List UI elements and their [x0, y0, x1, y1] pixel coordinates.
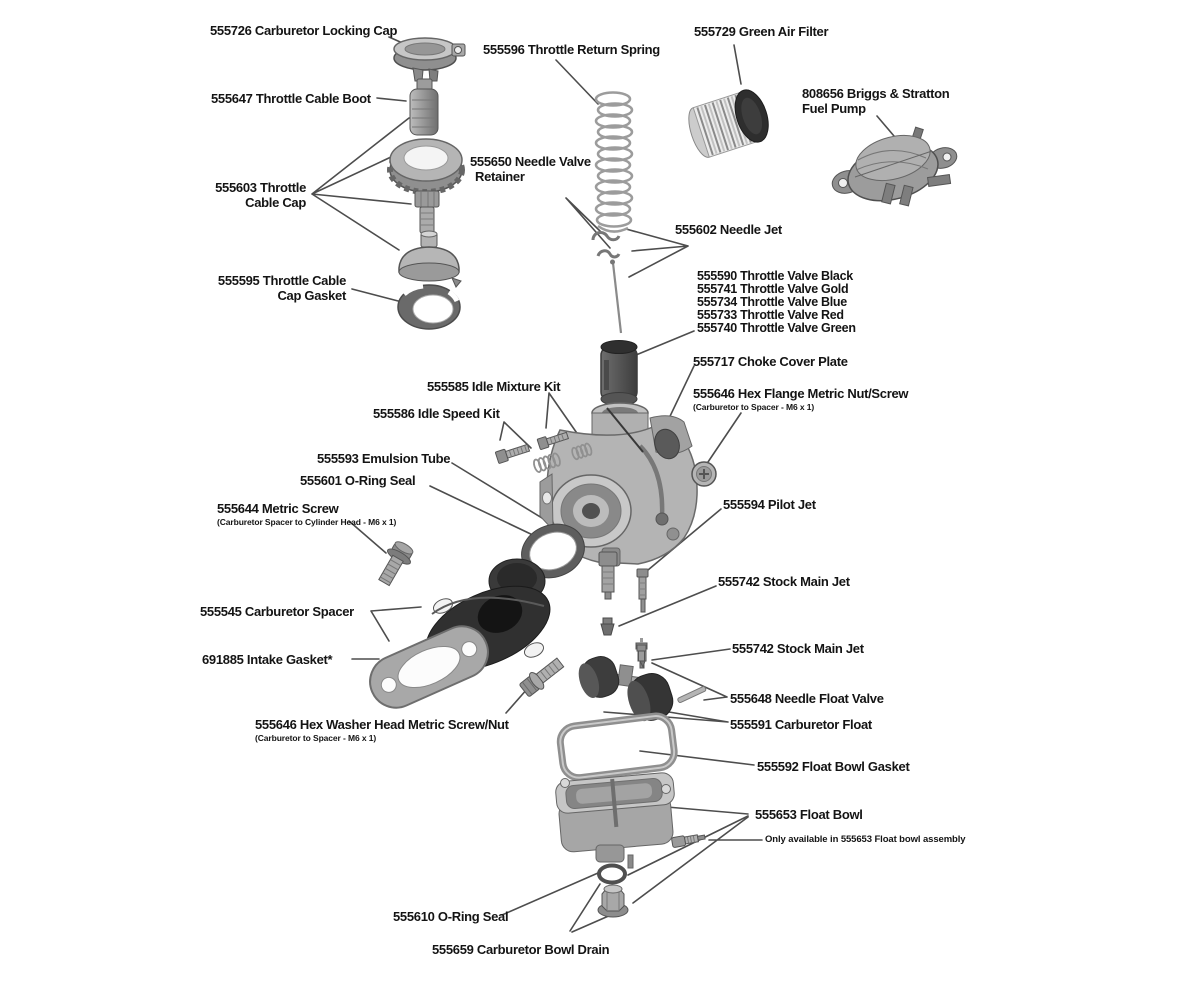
label-line: 555644 Metric Screw: [217, 501, 339, 516]
throttle-return-spring-part: [594, 91, 634, 233]
label-line: Cable Cap: [245, 195, 306, 210]
label-green-air-filter: 555729 Green Air Filter: [694, 24, 829, 39]
metric-screw-part: [378, 541, 414, 587]
label-line: 555646 Hex Flange Metric Nut/Screw: [693, 386, 909, 401]
cable-adjuster-part: [414, 190, 440, 234]
label-float-bowl-note: Only available in 555653 Float bowl asse…: [765, 834, 966, 845]
hex-washer-screw-part: [519, 657, 565, 697]
label-stock-main-jet-1: 555742 Stock Main Jet: [718, 574, 850, 589]
label-line: 555733 Throttle Valve Red: [697, 307, 844, 322]
label-needle-valve-retainer: 555650 Needle Valve Retainer: [470, 154, 591, 184]
label-oring-seal-top: 555601 O-Ring Seal: [300, 473, 416, 488]
label-carburetor-spacer: 555545 Carburetor Spacer: [200, 604, 354, 619]
label-line: 555603 Throttle: [215, 180, 306, 195]
label-needle-float-valve: 555648 Needle Float Valve: [730, 691, 884, 706]
carburetor-body-part: [539, 402, 698, 567]
label-line: 555650 Needle Valve: [470, 154, 591, 169]
oring-seal-small-part: [597, 863, 627, 885]
fuel-pump-part: [831, 126, 958, 207]
green-air-filter-part: [688, 89, 769, 158]
label-stock-main-jet-2: 555742 Stock Main Jet: [732, 641, 864, 656]
label-throttle-cable-cap-gasket: 555595 Throttle Cable Cap Gasket: [205, 273, 346, 303]
label-float-bowl: 555653 Float Bowl: [755, 807, 863, 822]
hex-flange-nut-part: [691, 461, 717, 487]
label-emulsion-tube: 555593 Emulsion Tube: [317, 451, 451, 466]
label-line: Cap Gasket: [277, 288, 346, 303]
label-choke-cover-plate: 555717 Choke Cover Plate: [693, 354, 848, 369]
emulsion-tube-part: [598, 551, 618, 600]
label-line: 555646 Hex Washer Head Metric Screw/Nut: [255, 717, 509, 732]
bowl-drain-nipple-part: [671, 834, 706, 848]
label-metric-screw: 555644 Metric Screw (Carburetor Spacer t…: [217, 501, 396, 527]
label-needle-jet: 555602 Needle Jet: [675, 222, 782, 237]
throttle-cable-boot-part: [409, 78, 439, 136]
label-float-bowl-gasket: 555592 Float Bowl Gasket: [757, 759, 910, 774]
label-line: 555590 Throttle Valve Black: [697, 269, 853, 283]
label-subline: (Carburetor to Spacer - M6 x 1): [693, 402, 815, 412]
label-fuel-pump: 808656 Briggs & Stratton Fuel Pump: [802, 86, 950, 116]
idle-mixture-kit-part: [536, 431, 593, 461]
throttle-valve-slide-part: [600, 340, 638, 406]
label-throttle-cable-boot: 555647 Throttle Cable Boot: [211, 91, 371, 106]
float-pin-part: [677, 686, 707, 703]
label-line: 555741 Throttle Valve Gold: [697, 281, 849, 296]
carburetor-locking-cap-part: [393, 37, 466, 82]
idle-speed-kit-part: [494, 443, 561, 473]
label-subline: (Carburetor Spacer to Cylinder Head - M6…: [217, 517, 397, 527]
label-carburetor-float: 555591 Carburetor Float: [730, 717, 872, 732]
label-line: Retainer: [475, 169, 525, 184]
label-subline: (Carburetor to Spacer - M6 x 1): [255, 733, 377, 743]
label-intake-gasket: 691885 Intake Gasket*: [202, 652, 333, 667]
float-bowl-part: [555, 772, 675, 869]
label-line: 555734 Throttle Valve Blue: [697, 294, 847, 309]
label-idle-mixture-kit: 555585 Idle Mixture Kit: [427, 379, 561, 394]
needle-valve-retainer-part: [591, 231, 621, 259]
label-pilot-jet: 555594 Pilot Jet: [723, 497, 816, 512]
label-throttle-return-spring: 555596 Throttle Return Spring: [483, 42, 660, 57]
label-carburetor-bowl-drain: 555659 Carburetor Bowl Drain: [432, 942, 610, 957]
label-line: Fuel Pump: [802, 101, 866, 116]
throttle-cable-cap-ring-part: [387, 138, 465, 195]
label-hex-washer-screw: 555646 Hex Washer Head Metric Screw/Nut …: [255, 717, 509, 743]
intake-gasket-part: [369, 625, 489, 709]
label-carburetor-locking-cap: 555726 Carburetor Locking Cap: [210, 23, 398, 38]
label-hex-flange-nut: 555646 Hex Flange Metric Nut/Screw (Carb…: [693, 386, 909, 412]
throttle-cable-cap-part: [398, 230, 462, 288]
bowl-drain-plug-part: [597, 884, 629, 918]
float-bowl-gasket-part: [556, 712, 678, 782]
oring-seal-large-part: [521, 523, 585, 579]
label-line: 555595 Throttle Cable: [217, 273, 346, 288]
label-throttle-valve-options: 555590 Throttle Valve Black 555741 Throt…: [697, 270, 856, 335]
throttle-cable-cap-gasket-part: [397, 283, 461, 330]
label-line: 555740 Throttle Valve Green: [697, 320, 856, 335]
jet-needle-part: [610, 259, 623, 334]
needle-float-valve-part: [636, 644, 647, 669]
stock-main-jet-part: [600, 617, 615, 636]
label-line: 808656 Briggs & Stratton: [802, 86, 950, 101]
pilot-jet-part: [636, 568, 649, 613]
label-throttle-cable-cap: 555603 Throttle Cable Cap: [160, 180, 306, 210]
label-idle-speed-kit: 555586 Idle Speed Kit: [373, 406, 500, 421]
label-oring-seal-bottom: 555610 O-Ring Seal: [393, 909, 509, 924]
